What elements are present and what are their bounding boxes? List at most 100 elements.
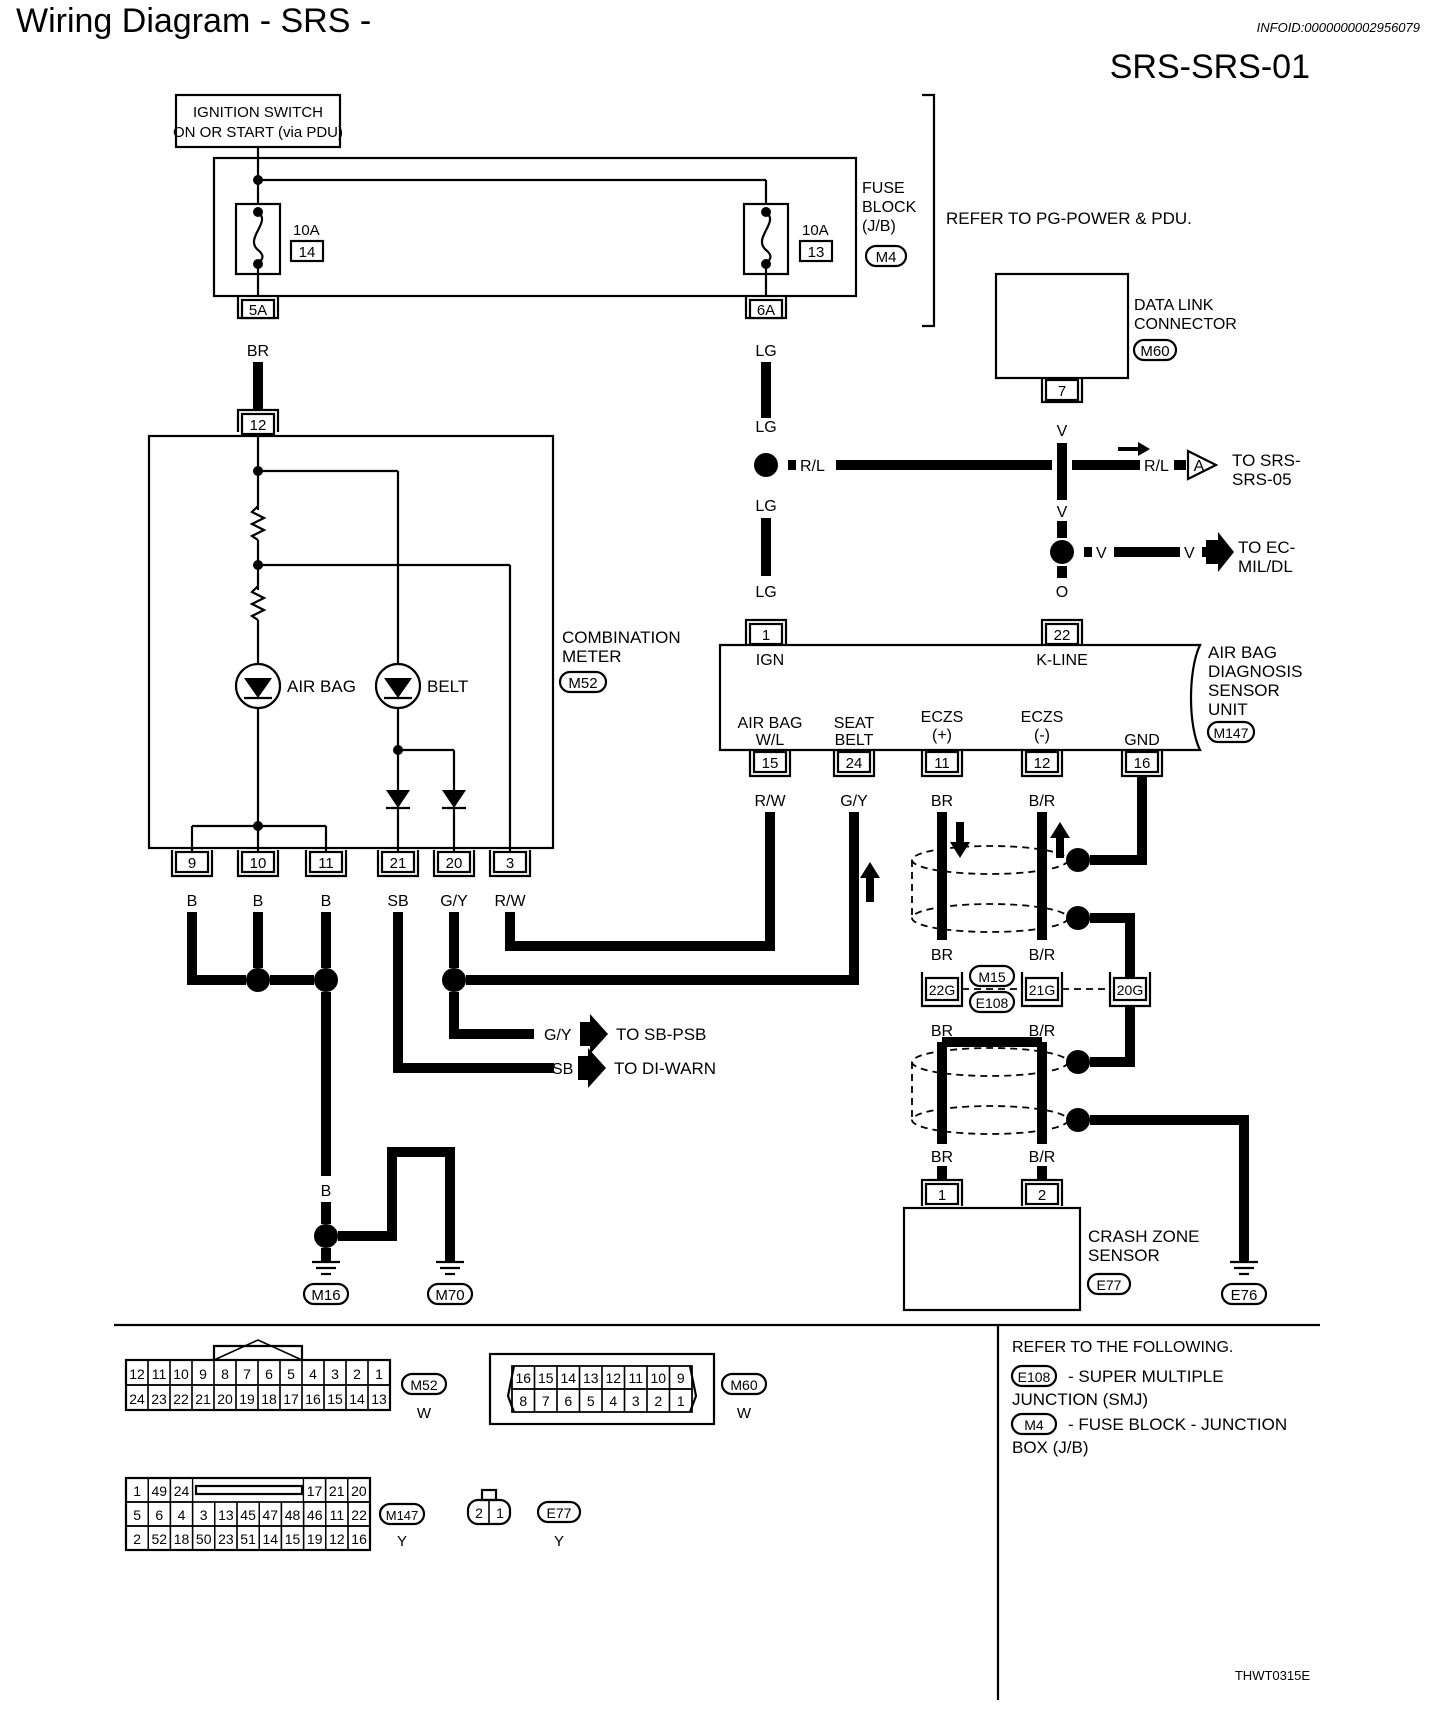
wire-label-v-1: V [1057,423,1068,440]
wire-label-b-9: B [187,893,198,910]
wire-label-gy-meter: G/Y [440,893,468,910]
wire-b-9 [187,912,246,985]
svg-text:BELT: BELT [835,732,874,749]
meter-pin-21: 21 [376,850,420,878]
pin-number: 22 [173,1391,189,1407]
fuse-14-amp: 10A [293,222,320,239]
pin-number: 2 [133,1531,141,1547]
pin-number: 16 [305,1391,321,1407]
meter-label-2: METER [562,647,622,666]
sdm-label-4: UNIT [1208,700,1248,719]
pin-number: 10 [650,1370,666,1386]
svg-text:10: 10 [250,855,267,872]
svg-text:ECZS: ECZS [1021,709,1064,726]
terminal-6a: 6A [744,296,788,320]
svg-text:M60: M60 [730,1377,757,1393]
sdm-connector: M147 [1213,725,1248,741]
wire-label-v-2: V [1057,504,1068,521]
pin-number: 51 [240,1531,256,1547]
fuse-block-label-2: BLOCK [862,199,917,216]
ground-m70: M70 [426,1260,474,1306]
svg-text:CONNECTOR: CONNECTOR [1134,316,1237,333]
meter-pin-3: 3 [488,850,532,878]
wire-gy-seatbelt [466,812,859,985]
wire-label-sb-dest: SB [552,1061,573,1078]
wire-label-br-top: BR [247,343,269,360]
dest-sb-psb: TO SB-PSB [616,1025,706,1044]
svg-text:6A: 6A [757,302,775,319]
svg-text:16: 16 [1134,755,1151,772]
pin-number: 20 [217,1391,233,1407]
svg-text:1: 1 [938,1187,946,1204]
junction-m15-e108: 22G 21G 20G M15 E108 [920,964,1152,1014]
pin-number: 5 [587,1393,595,1409]
svg-text:11: 11 [318,855,334,872]
meter-pin-9: 9 [170,850,214,878]
ignition-label-1: IGNITION SWITCH [193,104,323,121]
ignition-label-2: ON OR START (via PDU) [173,124,343,141]
svg-text:1: 1 [496,1505,504,1521]
arrow-to-di-warn [578,1048,606,1088]
sdm-label-3: SENSOR [1208,681,1280,700]
svg-text:E77: E77 [547,1505,572,1521]
wire-label-sb: SB [387,893,408,910]
svg-text:9: 9 [188,855,196,872]
svg-text:W/L: W/L [756,732,785,749]
fuse-block-label-1: FUSE [862,180,905,197]
dest-ec-line1: TO EC- [1238,538,1295,557]
sdm-pin-16: 16 [1120,750,1164,778]
pin-number: 45 [240,1507,256,1523]
sdm-pin-12: 12 [1020,750,1064,778]
fuse-block: 10A 14 10A 13 FUSE BLOCK (J/B) M4 [212,147,917,298]
pin-number: 6 [564,1393,572,1409]
pin-number: 13 [371,1391,387,1407]
svg-text:M4: M4 [1024,1417,1044,1433]
belt-lamp-label: BELT [427,677,468,696]
wire-label-br-crash: BR [931,1149,953,1166]
wire-label-gy-sdm: G/Y [840,793,868,810]
pin-number: 46 [307,1507,323,1523]
wire-label-rw-sdm: R/W [754,793,786,810]
pin-number: 21 [329,1483,345,1499]
pin-number: 5 [133,1507,141,1523]
svg-text:(-): (-) [1034,727,1050,744]
wire-label-br-lower: BR [931,1023,953,1040]
pin-number: 14 [560,1370,576,1386]
arrow-to-sb-psb [580,1014,608,1054]
wire-label-br-upper: BR [931,947,953,964]
meter-label-1: COMBINATION [562,628,681,647]
pin-number: 2 [353,1366,361,1382]
pin-number: 11 [152,1366,167,1382]
svg-text:M52: M52 [410,1377,437,1393]
svg-text:M16: M16 [311,1287,340,1304]
airbag-lamp-label: AIR BAG [287,677,356,696]
pin-number: 9 [199,1366,207,1382]
junction-conn-e108: E108 [976,995,1009,1011]
pin-number: 23 [151,1391,167,1407]
pin-number: 1 [133,1483,141,1499]
shield-lower [911,1047,1249,1262]
terminal-5a: 5A [236,296,280,320]
pin-number: 24 [129,1391,145,1407]
svg-text:AIR BAG: AIR BAG [738,715,803,732]
junction-conn-m15: M15 [978,969,1005,985]
connector-view-e77: 2 1 E77 Y [466,1488,582,1550]
svg-text:GND: GND [1124,732,1160,749]
pin-number: 20 [351,1483,367,1499]
crash-sensor-label-2: SENSOR [1088,1246,1160,1265]
svg-text:E76: E76 [1231,1287,1258,1304]
wire-label-b-11: B [321,893,332,910]
svg-text:- FUSE BLOCK - JUNCTION: - FUSE BLOCK - JUNCTION [1068,1415,1287,1434]
svg-text:M147: M147 [386,1508,419,1523]
sdm-label-ign: IGN [756,652,784,669]
svg-text:REFER TO THE FOLLOWING.: REFER TO THE FOLLOWING. [1012,1339,1233,1356]
wire-label-v-4: V [1184,545,1195,562]
direction-arrow-up [1050,822,1070,858]
pin-number: 18 [261,1391,277,1407]
svg-text:24: 24 [846,755,863,772]
ground-m16: M16 [302,1260,350,1306]
pin-number: 10 [173,1366,189,1382]
pin-number: 13 [218,1507,234,1523]
sdm-label-1: AIR BAG [1208,643,1277,662]
meter-pin-10: 10 [236,850,280,878]
